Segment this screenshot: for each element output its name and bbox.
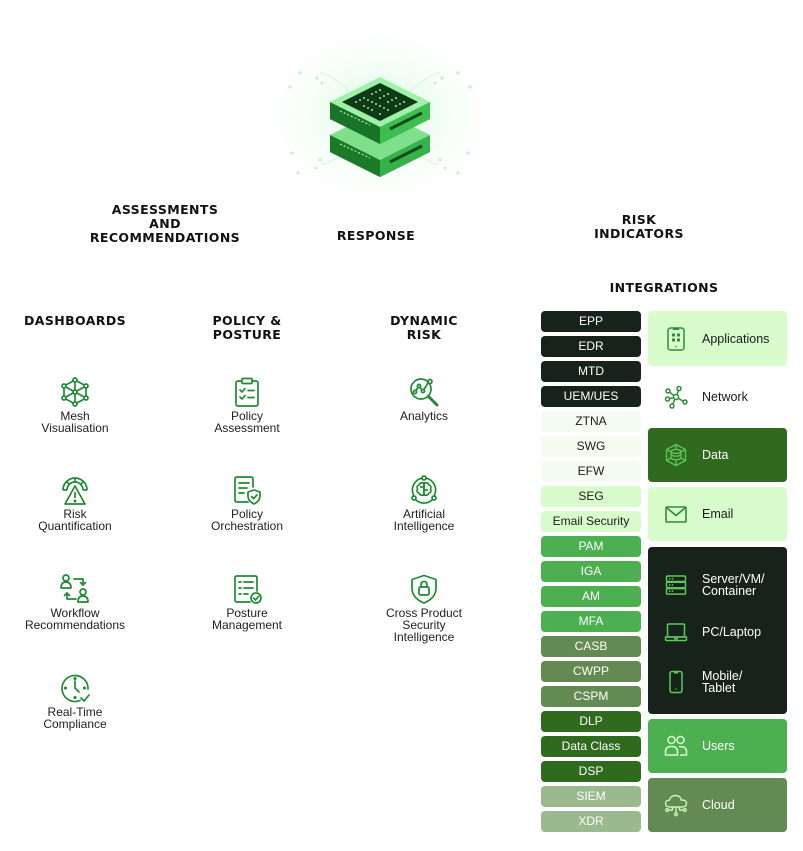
category-label: Email (702, 507, 734, 521)
feature-mesh-visualisation: Mesh Visualisation (10, 376, 140, 434)
heading-response: RESPONSE (336, 228, 416, 243)
feature-label: Real-Time Compliance (43, 705, 107, 731)
magnifier-chart-icon (410, 378, 439, 407)
cloud-network-icon (664, 794, 688, 817)
feature-cross-product-security-intelligence: Cross Product Security Intelligence (359, 573, 489, 643)
category-users: Users (648, 719, 787, 773)
feature-label: Analytics (399, 409, 449, 423)
stacked-server-cube-logo-icon (288, 71, 472, 177)
integration-pill-pam: PAM (541, 536, 641, 557)
category-data: Data (648, 428, 787, 482)
integration-pill-edr: EDR (541, 336, 641, 357)
integration-pill-xdr: XDR (541, 811, 641, 832)
integration-pill-iga: IGA (541, 561, 641, 582)
feature-policy-assessment: Policy Assessment (182, 376, 312, 434)
mobile-device-icon (669, 670, 683, 694)
category-server-vm-container: Server/VM/ Container (648, 565, 787, 605)
server-stack-icon (665, 575, 687, 595)
category-network: Network (648, 370, 787, 424)
category-label: Users (702, 739, 735, 753)
card-devices (648, 547, 787, 714)
integration-pill-am: AM (541, 586, 641, 607)
integration-pill-swg: SWG (541, 436, 641, 457)
integration-pill-cwpp: CWPP (541, 661, 641, 682)
category-label: Data (702, 448, 729, 462)
feature-workflow-recommendations: Workflow Recommendations (10, 573, 140, 631)
users-icon (664, 735, 688, 756)
integration-pill-email-security: Email Security (541, 511, 641, 532)
heading-dashboards: DASHBOARDS (23, 313, 126, 328)
integration-pill-dsp: DSP (541, 761, 641, 782)
card-applications (648, 311, 787, 366)
integration-pill-dlp: DLP (541, 711, 641, 732)
heading-dynamic-risk: DYNAMIC RISK (390, 313, 458, 342)
card-email (648, 487, 787, 541)
feature-label: Risk Quantification (38, 507, 112, 533)
category-email: Email (648, 487, 787, 541)
heading-risk-indicators: RISK INDICATORS (594, 212, 684, 241)
clipboard-checklist-icon (235, 377, 259, 407)
integration-pill-casb: CASB (541, 636, 641, 657)
integration-pill-uem-ues: UEM/UES (541, 386, 641, 407)
category-label: PC/Laptop (702, 625, 762, 639)
category-pc-laptop: PC/Laptop (648, 612, 787, 652)
brain-circuit-icon (411, 475, 437, 504)
category-applications: Applications (648, 311, 787, 366)
network-nodes-icon (664, 385, 688, 409)
feature-label: Cross Product Security Intelligence (385, 606, 463, 644)
integration-pill-epp: EPP (541, 311, 641, 332)
feature-label: Workflow Recommendations (24, 606, 126, 632)
shield-lock-icon (411, 574, 437, 604)
category-label: Server/VM/ Container (702, 572, 765, 598)
feature-label: Mesh Visualisation (41, 409, 109, 435)
mobile-apps-icon (667, 326, 685, 351)
list-check-icon (234, 575, 262, 604)
feature-artificial-intelligence: Artificial Intelligence (359, 474, 489, 532)
integration-pill-seg: SEG (541, 486, 641, 507)
feature-label: Posture Management (211, 606, 283, 632)
risk-gauge-warning-icon (62, 477, 88, 505)
category-label: Network (702, 390, 748, 404)
feature-label: Policy Orchestration (210, 507, 284, 533)
feature-analytics: Analytics (359, 376, 489, 422)
data-cube-icon (665, 443, 687, 467)
integration-pill-mtd: MTD (541, 361, 641, 382)
feature-posture-management: Posture Management (182, 573, 312, 631)
feature-risk-quantification: Risk Quantification (10, 474, 140, 532)
integration-pill-mfa: MFA (541, 611, 641, 632)
integration-pill-cspm: CSPM (541, 686, 641, 707)
workflow-users-icon (60, 574, 89, 603)
mesh-network-icon (61, 377, 89, 407)
integration-pill-ztna: ZTNA (541, 411, 641, 432)
laptop-icon (664, 623, 688, 642)
integration-pill-efw: EFW (541, 461, 641, 482)
heading-policy-posture: POLICY & POSTURE (212, 313, 282, 342)
category-cloud: Cloud (648, 778, 787, 832)
document-shield-icon (234, 476, 261, 505)
integration-pill-siem: SIEM (541, 786, 641, 807)
feature-label: Artificial Intelligence (393, 507, 455, 533)
heading-integrations: INTEGRATIONS (609, 280, 719, 295)
feature-policy-orchestration: Policy Orchestration (182, 474, 312, 532)
feature-label: Policy Assessment (214, 409, 280, 435)
category-label: Applications (702, 331, 770, 346)
category-label: Cloud (702, 798, 735, 812)
clock-check-icon (61, 674, 90, 703)
envelope-icon (665, 506, 687, 523)
category-label: Mobile/ Tablet (702, 669, 743, 695)
feature-real-time-compliance: Real-Time Compliance (10, 672, 140, 730)
heading-assessments-and-recommendations: ASSESSMENTS AND RECOMMENDATIONS (89, 202, 241, 245)
integration-pill-data-class: Data Class (541, 736, 641, 757)
category-mobile-tablet: Mobile/ Tablet (648, 662, 787, 702)
card-cloud (648, 778, 787, 832)
